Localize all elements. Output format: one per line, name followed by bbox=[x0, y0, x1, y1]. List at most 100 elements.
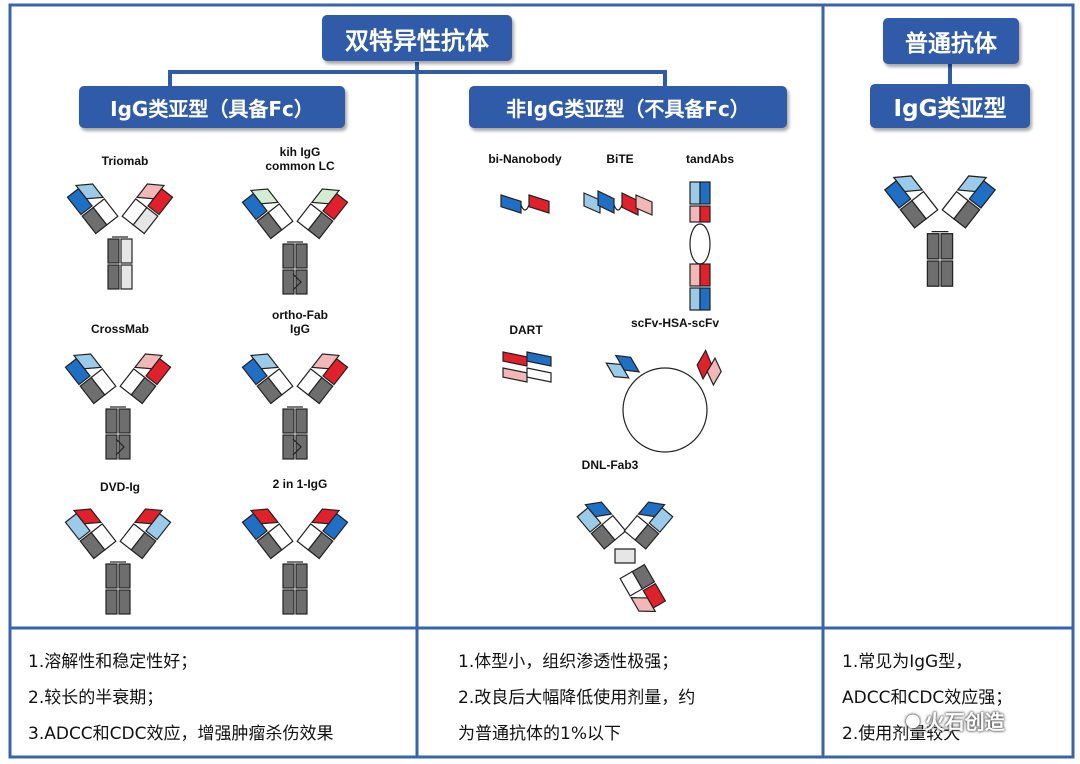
nanobody-red bbox=[528, 194, 550, 214]
watermark: ● 火石创造 bbox=[905, 706, 1005, 735]
cl-domain bbox=[92, 198, 119, 226]
label-dvd: DVD-Ig bbox=[100, 480, 140, 494]
tandab-domain bbox=[689, 263, 701, 287]
vl-domain bbox=[956, 175, 988, 193]
hsa-circle bbox=[622, 367, 708, 453]
scfv-vl-red bbox=[635, 194, 653, 216]
ch3-domain-b bbox=[295, 589, 308, 615]
dart-diagram bbox=[502, 351, 552, 383]
ch2-domain-b bbox=[295, 563, 308, 589]
left-desc-line-2: 2.较长的半衰期； bbox=[28, 688, 164, 708]
scfv-vh-red bbox=[621, 192, 639, 216]
normal-antibody-header: 普通抗体 bbox=[883, 18, 1019, 64]
bi-nanobody-diagram bbox=[500, 194, 550, 214]
fab-arm-left bbox=[241, 353, 294, 405]
scfv-domain bbox=[614, 354, 641, 373]
label-bite: BiTE bbox=[606, 152, 634, 166]
cl-domain bbox=[296, 523, 323, 551]
ch2-domain-b bbox=[118, 563, 131, 589]
wechat-icon: ● bbox=[905, 710, 921, 731]
linker bbox=[613, 204, 623, 211]
label-triomab: Triomab bbox=[101, 154, 149, 168]
vl-domain bbox=[637, 501, 666, 518]
vl-domain bbox=[310, 508, 341, 525]
vl-domain bbox=[310, 353, 341, 370]
ch3-domain-a bbox=[282, 269, 295, 295]
fab-arm-left bbox=[66, 183, 119, 235]
ch2-domain-b bbox=[295, 408, 308, 434]
right-desc-line-3: 2.使用剂量较大 bbox=[842, 724, 961, 744]
vl-domain bbox=[249, 508, 280, 525]
bite-diagram bbox=[583, 190, 653, 216]
igg-like-header: IgG类亚型（具备Fc） bbox=[79, 86, 345, 128]
cl-domain bbox=[267, 203, 294, 231]
scfv-hsa-scfv-diagram bbox=[605, 349, 722, 453]
watermark-text: 火石创造 bbox=[924, 710, 1005, 734]
knob-into-hole bbox=[292, 273, 302, 291]
fab-arm-left bbox=[241, 188, 294, 240]
cl-domain bbox=[119, 523, 146, 551]
ch3-domain-b bbox=[118, 589, 131, 615]
vl-domain bbox=[249, 353, 280, 370]
scfv-domain bbox=[696, 349, 713, 381]
vl-domain bbox=[72, 353, 103, 370]
label-tandabs: tandAbs bbox=[686, 152, 734, 166]
label-2in1: 2 in 1-IgG bbox=[272, 477, 328, 491]
vl-domain bbox=[892, 175, 924, 193]
ch2-domain-a bbox=[107, 238, 120, 264]
cl-domain bbox=[619, 570, 644, 597]
ch3-domain-a bbox=[107, 264, 120, 290]
cl-domain bbox=[90, 523, 117, 551]
label-dart: DART bbox=[509, 323, 543, 337]
tandab-domain bbox=[699, 263, 711, 287]
vl-domain bbox=[72, 508, 103, 525]
cl-domain bbox=[121, 198, 148, 226]
bispecific-header: 双特异性抗体 bbox=[322, 15, 512, 61]
scfv-domain bbox=[605, 362, 630, 379]
ch2-domain-a bbox=[105, 563, 118, 589]
vl-domain bbox=[310, 188, 341, 205]
cl-domain bbox=[90, 368, 117, 396]
vl-domain bbox=[135, 183, 166, 200]
crossmab-diagram bbox=[64, 353, 172, 460]
vl-domain bbox=[133, 353, 164, 370]
cl-domain bbox=[296, 203, 323, 231]
tandab-domain bbox=[689, 205, 701, 223]
ch3-domain-a bbox=[926, 260, 940, 287]
scfv-vh-blue bbox=[597, 190, 615, 214]
scfv-left bbox=[605, 354, 641, 379]
nanobody-blue bbox=[500, 194, 522, 214]
vl-domain bbox=[249, 188, 280, 205]
right-desc-line-2: ADCC和CDC效应强； bbox=[842, 688, 1013, 708]
fab-arm-left bbox=[241, 508, 294, 560]
triomab-diagram bbox=[66, 183, 174, 290]
dart-domain bbox=[502, 367, 528, 383]
dart-domain bbox=[502, 351, 528, 367]
left-desc-line-1: 1.溶解性和稳定性好； bbox=[28, 652, 198, 672]
tandab-domain bbox=[689, 287, 701, 311]
vl-domain bbox=[630, 597, 657, 613]
left-desc-line-3: 3.ADCC和CDC效应，增强肿瘤杀伤效果 bbox=[28, 724, 334, 744]
fab-arm-left bbox=[64, 353, 117, 405]
right-description: 1.常见为IgG型， ADCC和CDC效应强； 2.使用剂量较大 bbox=[842, 644, 1012, 752]
middle-desc-line-3: 为普通抗体的1%以下 bbox=[458, 724, 621, 744]
scfv-vl-blue bbox=[583, 192, 601, 214]
ch3-domain-a bbox=[282, 434, 295, 460]
tandab-domain bbox=[699, 287, 711, 311]
fab-arm-right bbox=[296, 188, 349, 240]
vl-domain bbox=[584, 501, 613, 518]
knob-into-hole bbox=[292, 438, 302, 456]
cl-domain bbox=[941, 190, 969, 220]
middle-desc-line-2: 2.改良后大幅降低使用剂量，约 bbox=[458, 688, 696, 708]
cl-domain bbox=[267, 368, 294, 396]
two-in-one-igg-diagram bbox=[241, 508, 349, 615]
cl-domain bbox=[119, 368, 146, 396]
normal-igg-diagram bbox=[883, 175, 997, 287]
ch2-domain-a bbox=[926, 233, 940, 260]
vl-domain bbox=[133, 508, 164, 525]
dvd-ig-diagram bbox=[64, 508, 172, 615]
dock-lock-core bbox=[614, 548, 636, 564]
tandab-domain bbox=[699, 205, 711, 223]
tandab-loop bbox=[689, 223, 711, 265]
